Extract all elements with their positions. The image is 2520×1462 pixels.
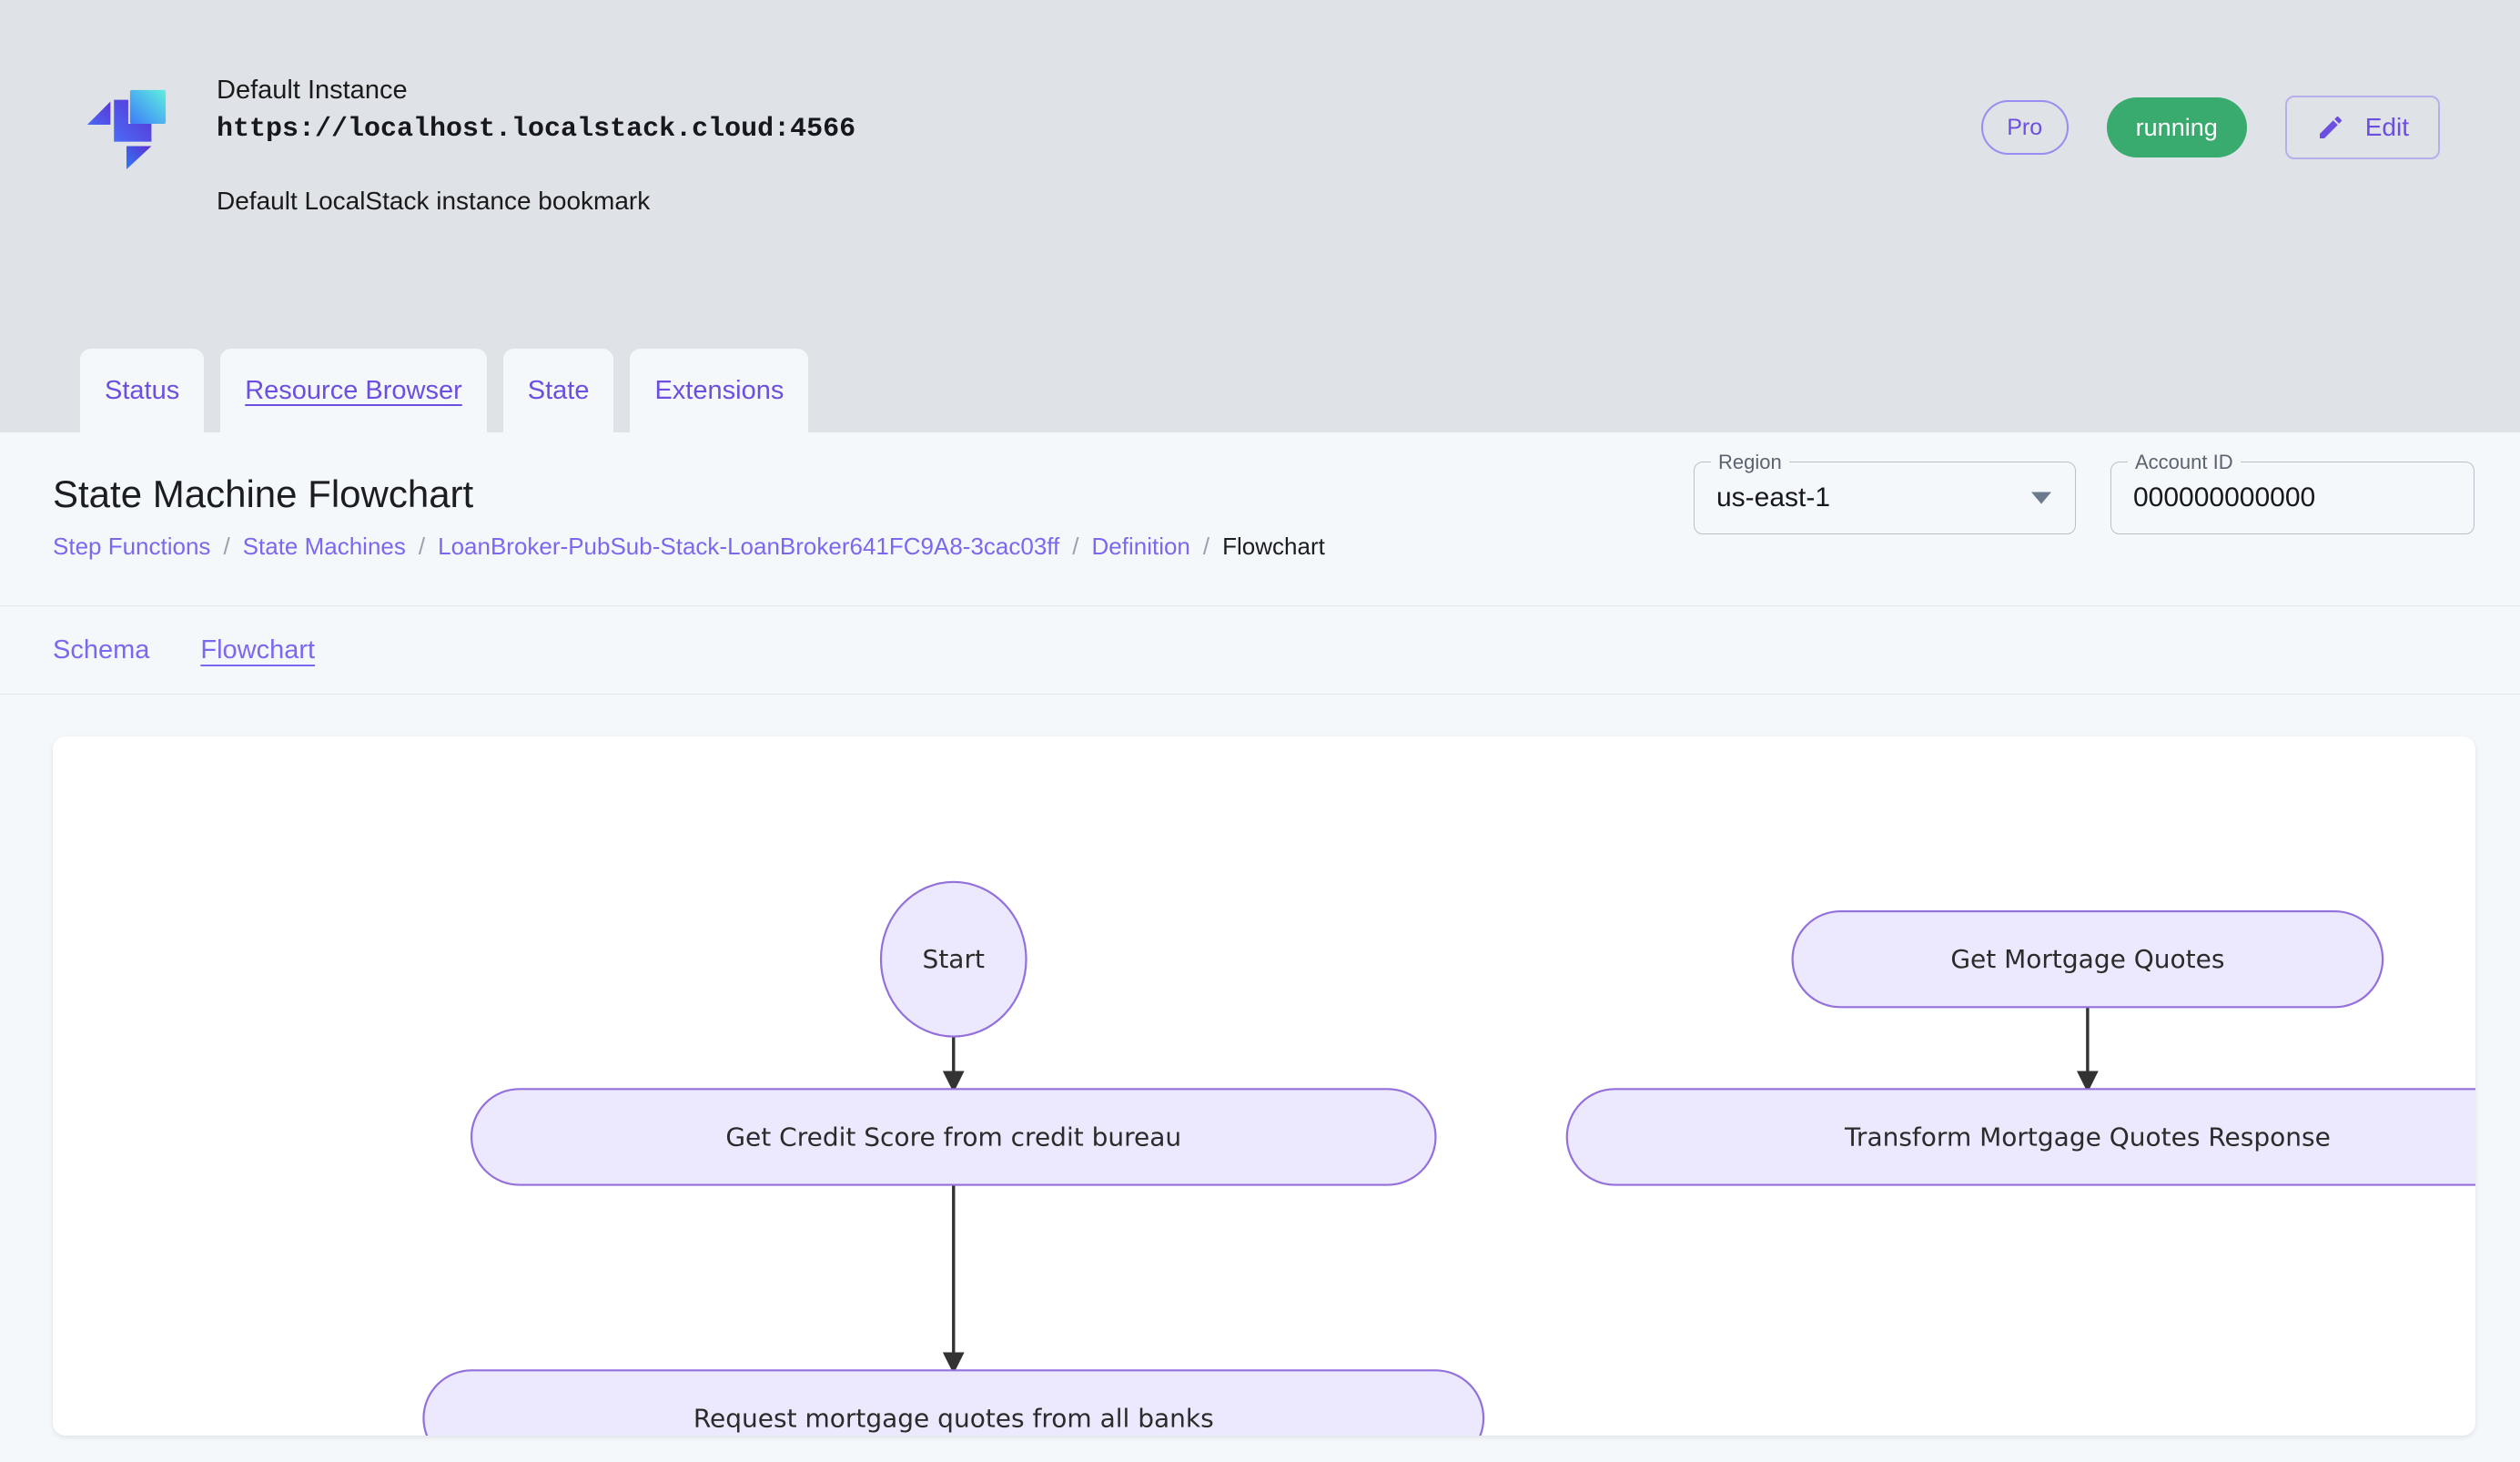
tab-extensions[interactable]: Extensions xyxy=(630,349,809,432)
account-id-field[interactable]: Account ID 000000000000 xyxy=(2110,451,2474,534)
flowchart-node-shape xyxy=(879,880,1027,1038)
instance-name: Default Instance xyxy=(217,76,408,105)
instance-header: Default Instance https://localhost.local… xyxy=(0,0,2520,432)
subtab-flowchart[interactable]: Flowchart xyxy=(200,635,316,665)
breadcrumb-separator: / xyxy=(418,533,426,560)
flowchart-node-shape xyxy=(470,1088,1437,1186)
status-badge[interactable]: running xyxy=(2106,97,2247,157)
breadcrumb-separator: / xyxy=(223,533,230,560)
flowchart-node-shape xyxy=(422,1369,1485,1436)
header-actions: Pro running Edit xyxy=(1980,96,2440,159)
flowchart-node-label: Start xyxy=(923,944,985,974)
breadcrumb-separator: / xyxy=(1072,533,1079,560)
breadcrumb-item-state-machines[interactable]: State Machines xyxy=(242,533,406,560)
breadcrumb-item-step-functions[interactable]: Step Functions xyxy=(53,533,211,560)
flowchart-node-label: Request mortgage quotes from all banks xyxy=(693,1403,1214,1433)
breadcrumb-separator: / xyxy=(1202,533,1210,560)
flowchart-node[interactable]: Get Credit Score from credit bureau xyxy=(470,1088,1437,1186)
page-header: State Machine Flowchart Step Functions /… xyxy=(0,432,2520,606)
account-id-value: 000000000000 xyxy=(2133,482,2316,513)
region-select[interactable]: Region us-east-1 xyxy=(1694,451,2076,534)
edit-button-label: Edit xyxy=(2364,113,2409,141)
breadcrumb: Step Functions / State Machines / LoanBr… xyxy=(53,533,1325,561)
flowchart-node[interactable]: Start xyxy=(879,880,1027,1038)
primary-tabs: Status Resource Browser State Extensions xyxy=(80,341,809,432)
pro-badge[interactable]: Pro xyxy=(1980,100,2069,155)
edit-button[interactable]: Edit xyxy=(2284,96,2440,159)
breadcrumb-item-state-machine-name[interactable]: LoanBroker-PubSub-Stack-LoanBroker641FC9… xyxy=(438,533,1060,560)
flowchart-node-shape xyxy=(1791,909,2384,1009)
breadcrumb-item-definition[interactable]: Definition xyxy=(1091,533,1190,560)
flowchart-node[interactable]: Get Mortgage Quotes xyxy=(1791,909,2384,1009)
page-title: State Machine Flowchart xyxy=(53,472,474,515)
flowchart-node[interactable]: Request mortgage quotes from all banks xyxy=(422,1369,1485,1436)
localstack-logo-icon xyxy=(80,82,169,171)
region-value: us-east-1 xyxy=(1716,482,1831,513)
subtab-schema[interactable]: Schema xyxy=(53,635,150,665)
pencil-icon xyxy=(2316,113,2345,142)
flowchart-node-label: Get Mortgage Quotes xyxy=(1950,944,2224,974)
body-area: State Machine Flowchart Step Functions /… xyxy=(0,432,2520,1462)
account-id-label: Account ID xyxy=(2128,451,2241,474)
instance-description: Default LocalStack instance bookmark xyxy=(217,187,651,216)
region-label: Region xyxy=(1711,451,1789,474)
instance-url: https://localhost.localstack.cloud:4566 xyxy=(217,114,856,146)
breadcrumb-item-flowchart: Flowchart xyxy=(1222,533,1325,560)
flowchart-node[interactable]: Transform Mortgage Quotes Response xyxy=(1565,1088,2475,1186)
tab-state[interactable]: State xyxy=(502,349,614,432)
tab-status[interactable]: Status xyxy=(80,349,205,432)
chevron-down-icon[interactable] xyxy=(2031,492,2051,504)
flowchart-node-shape xyxy=(1565,1088,2475,1186)
instance-summary: Default Instance https://localhost.local… xyxy=(80,73,855,216)
flowchart-node-label: Get Credit Score from credit bureau xyxy=(725,1122,1181,1152)
tab-resource-browser[interactable]: Resource Browser xyxy=(220,349,487,432)
scope-selectors: Region us-east-1 Account ID 000000000000 xyxy=(1694,451,2474,534)
flowchart-node-label: Transform Mortgage Quotes Response xyxy=(1844,1122,2331,1152)
secondary-tabs: Schema Flowchart xyxy=(0,606,2520,695)
